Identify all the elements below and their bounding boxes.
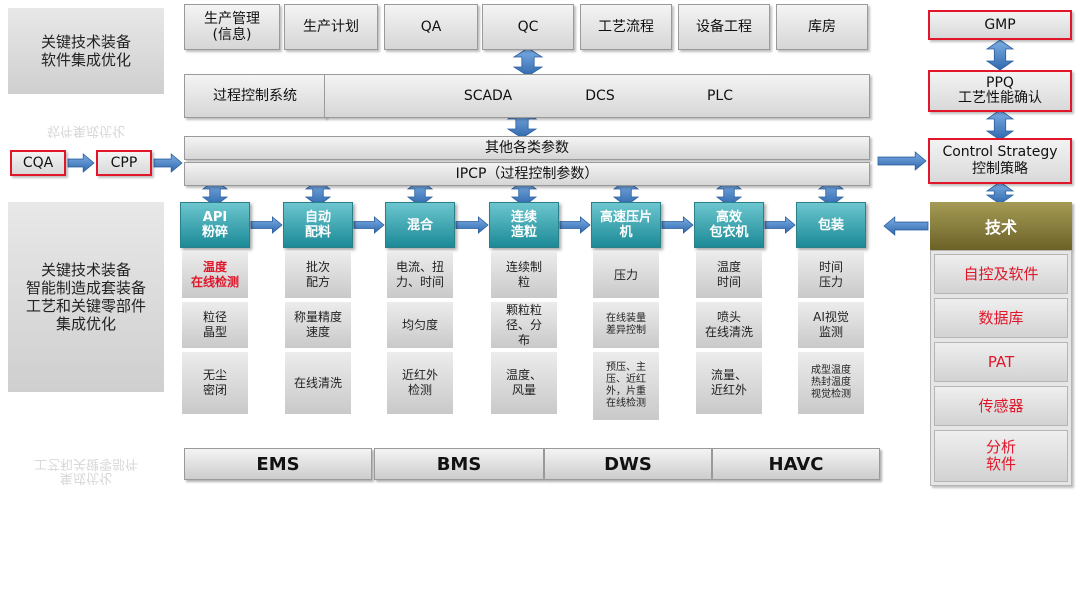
stage-coating: 高效 包衣机	[694, 202, 764, 248]
arrow-gmp-ppq	[985, 39, 1015, 71]
stage-tablet-press-param-1: 压力	[593, 252, 659, 298]
stage-coating-param-3: 流量、 近红外	[696, 352, 762, 414]
stage-coating-param-1: 温度 时间	[696, 252, 762, 298]
other-parameters-bar: 其他各类参数	[184, 136, 870, 160]
tech-item-analysis-software: 分析 软件	[934, 430, 1068, 482]
arrow-stage-6-to-7	[764, 216, 796, 234]
cpp-box: CPP	[96, 150, 152, 176]
arrow-params-to-control-strategy	[877, 151, 927, 171]
stage-auto-batching-param-1: 批次 配方	[285, 252, 351, 298]
top-cell-qa: QA	[384, 4, 478, 50]
process-control-system-label: 过程控制系统	[184, 74, 326, 118]
stage-api-milling-param-1: 温度 在线检测	[182, 252, 248, 298]
arrow-cqa-to-cpp	[67, 153, 95, 173]
control-scada: SCADA	[463, 88, 513, 104]
stage-coating-param-2: 喷头 在线清洗	[696, 302, 762, 348]
system-havc: HAVC	[712, 448, 880, 480]
left-top-reflection: 软件集成优化	[46, 123, 125, 138]
ipcp-bar: IPCP（过程控制参数）	[184, 162, 870, 186]
stage-mixing-param-2: 均匀度	[387, 302, 453, 348]
stage-mixing-param-1: 电流、扭 力、时间	[387, 252, 453, 298]
stage-api-milling-param-3: 无尘 密闭	[182, 352, 248, 414]
ppq-box: PPQ 工艺性能确认	[928, 70, 1072, 112]
control-strategy-box: Control Strategy 控制策略	[928, 138, 1072, 184]
arrow-stage-5-to-6	[661, 216, 694, 234]
system-dws: DWS	[544, 448, 712, 480]
top-cell-qc: QC	[482, 4, 574, 50]
top-cell-production-plan: 生产计划	[284, 4, 378, 50]
tech-item-automation-software: 自控及软件	[934, 254, 1068, 294]
arrow-tech-to-packaging	[883, 216, 929, 236]
top-cell-production-mgmt: 生产管理 (信息)	[184, 4, 280, 50]
stage-continuous-granulation-param-1: 连续制 粒	[491, 252, 557, 298]
arrow-qc-control	[512, 47, 544, 77]
stage-api-milling-param-2: 粒径 晶型	[182, 302, 248, 348]
stage-packaging: 包装	[796, 202, 866, 248]
control-dcs: DCS	[585, 88, 615, 104]
stage-auto-batching: 自动 配料	[283, 202, 353, 248]
gmp-box: GMP	[928, 10, 1072, 40]
arrow-stage-3-to-4	[455, 216, 489, 234]
control-systems-bar	[324, 74, 870, 118]
tech-header: 技术	[930, 202, 1072, 250]
left-bottom-reflection: 集成优化 工艺和关键零部件	[33, 456, 138, 485]
stage-continuous-granulation-param-3: 温度、 风量	[491, 352, 557, 414]
stage-auto-batching-param-3: 在线清洗	[285, 352, 351, 414]
system-ems: EMS	[184, 448, 372, 480]
control-plc: PLC	[706, 88, 734, 104]
tech-item-database: 数据库	[934, 298, 1068, 338]
top-cell-process-flow: 工艺流程	[580, 4, 672, 50]
tech-item-sensor: 传感器	[934, 386, 1068, 426]
cqa-box: CQA	[10, 150, 66, 176]
arrow-stage-1-to-2	[250, 216, 283, 234]
system-bms: BMS	[374, 448, 544, 480]
top-cell-warehouse: 库房	[776, 4, 868, 50]
stage-auto-batching-param-2: 称量精度 速度	[285, 302, 351, 348]
tech-item-pat: PAT	[934, 342, 1068, 382]
arrow-control-strategy-tech	[985, 181, 1015, 205]
stage-packaging-param-3: 成型温度 热封温度 视觉检测	[798, 352, 864, 414]
arrow-stage-4-to-5	[559, 216, 591, 234]
stage-tablet-press-param-2: 在线装量 差异控制	[593, 302, 659, 348]
stage-tablet-press: 高速压片 机	[591, 202, 661, 248]
left-top-label: 关键技术装备 软件集成优化	[8, 8, 164, 94]
stage-mixing-param-3: 近红外 检测	[387, 352, 453, 414]
top-cell-equipment-eng: 设备工程	[678, 4, 770, 50]
stage-tablet-press-param-3: 预压、主 压、近红 外，片重 在线检测	[593, 352, 659, 420]
stage-packaging-param-2: AI视觉 监测	[798, 302, 864, 348]
left-bottom-label: 关键技术装备 智能制造成套装备 工艺和关键零部件 集成优化	[8, 202, 164, 392]
arrow-cpp-to-params	[153, 153, 183, 173]
stage-continuous-granulation: 连续 造粒	[489, 202, 559, 248]
arrow-ppq-control-strategy	[985, 109, 1015, 141]
stage-packaging-param-1: 时间 压力	[798, 252, 864, 298]
stage-mixing: 混合	[385, 202, 455, 248]
stage-api-milling: API 粉碎	[180, 202, 250, 248]
arrow-stage-2-to-3	[353, 216, 385, 234]
stage-continuous-granulation-param-2: 颗粒粒 径、分 布	[491, 302, 557, 348]
